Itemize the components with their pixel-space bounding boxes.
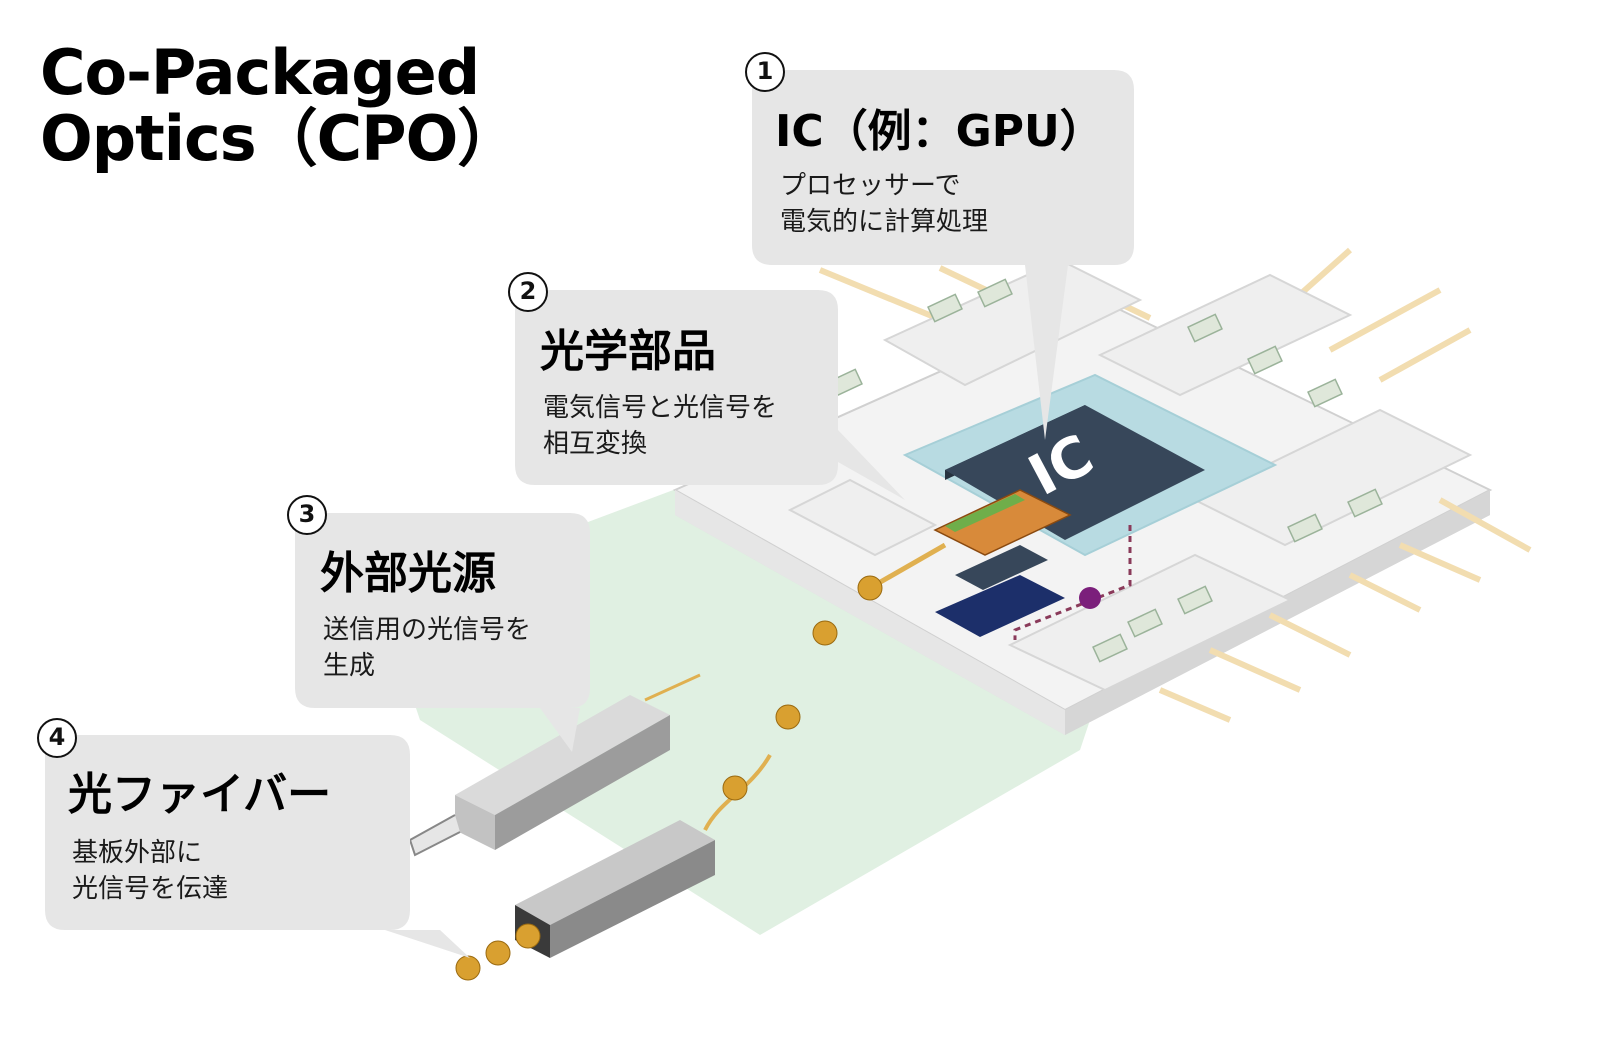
signal-dot: [812, 620, 838, 646]
callout-bubbles: [45, 70, 1134, 958]
electrical-link: [1013, 525, 1132, 640]
signal-dot: [455, 955, 481, 981]
connector-blocks: [827, 278, 1383, 663]
callout-bubble-2: [515, 290, 905, 500]
callout-bubble-1: [752, 70, 1134, 440]
callout-number-2: 2: [508, 272, 548, 312]
page-title: Co-Packaged Optics（CPO）: [40, 36, 519, 175]
callout-desc-line: 基板外部に: [72, 838, 203, 868]
callout-heading-ic: IC（例：GPU）: [775, 106, 1104, 157]
callout-desc-external-light-source: 送信用の光信号を 生成: [323, 612, 531, 684]
external-light-source: [408, 673, 701, 857]
callout-desc-line: 光信号を伝達: [72, 874, 229, 904]
signal-dot: [775, 704, 801, 730]
callout-desc-optical-component: 電気信号と光信号を 相互変換: [543, 390, 777, 462]
signal-dot: [515, 923, 541, 949]
callout-bubble-4: [45, 735, 470, 958]
callout-number-3: 3: [287, 495, 327, 535]
title-line-2: Optics（CPO）: [40, 102, 519, 175]
signal-dots: [455, 575, 883, 981]
signal-dot: [857, 575, 883, 601]
callout-desc-line: 相互変換: [543, 429, 648, 459]
callout-desc-ic: プロセッサーで 電気的に計算処理: [780, 168, 988, 240]
callout-desc-line: 送信用の光信号を: [323, 615, 532, 645]
internal-fiber: [868, 542, 947, 591]
optical-component: [933, 489, 1072, 637]
callout-heading-optical-fiber: 光ファイバー: [68, 769, 332, 820]
callout-heading-external-light-source: 外部光源: [320, 548, 496, 599]
callout-bubble-3: [295, 513, 590, 752]
callout-desc-line: プロセッサーで: [780, 171, 961, 201]
callout-number-1: 1: [745, 52, 785, 92]
callout-heading-optical-component: 光学部品: [540, 326, 716, 377]
callout-number-4: 4: [37, 718, 77, 758]
callout-desc-optical-fiber: 基板外部に 光信号を伝達: [72, 835, 228, 907]
substrate-board: [672, 298, 1493, 735]
signal-dot: [722, 775, 748, 801]
purple-node: [1079, 587, 1101, 609]
callout-desc-line: 電気信号と光信号を: [543, 393, 778, 423]
title-line-1: Co-Packaged: [40, 36, 480, 109]
signal-dot: [485, 940, 511, 966]
callout-desc-line: 生成: [323, 651, 376, 681]
callout-desc-line: 電気的に計算処理: [780, 207, 989, 237]
